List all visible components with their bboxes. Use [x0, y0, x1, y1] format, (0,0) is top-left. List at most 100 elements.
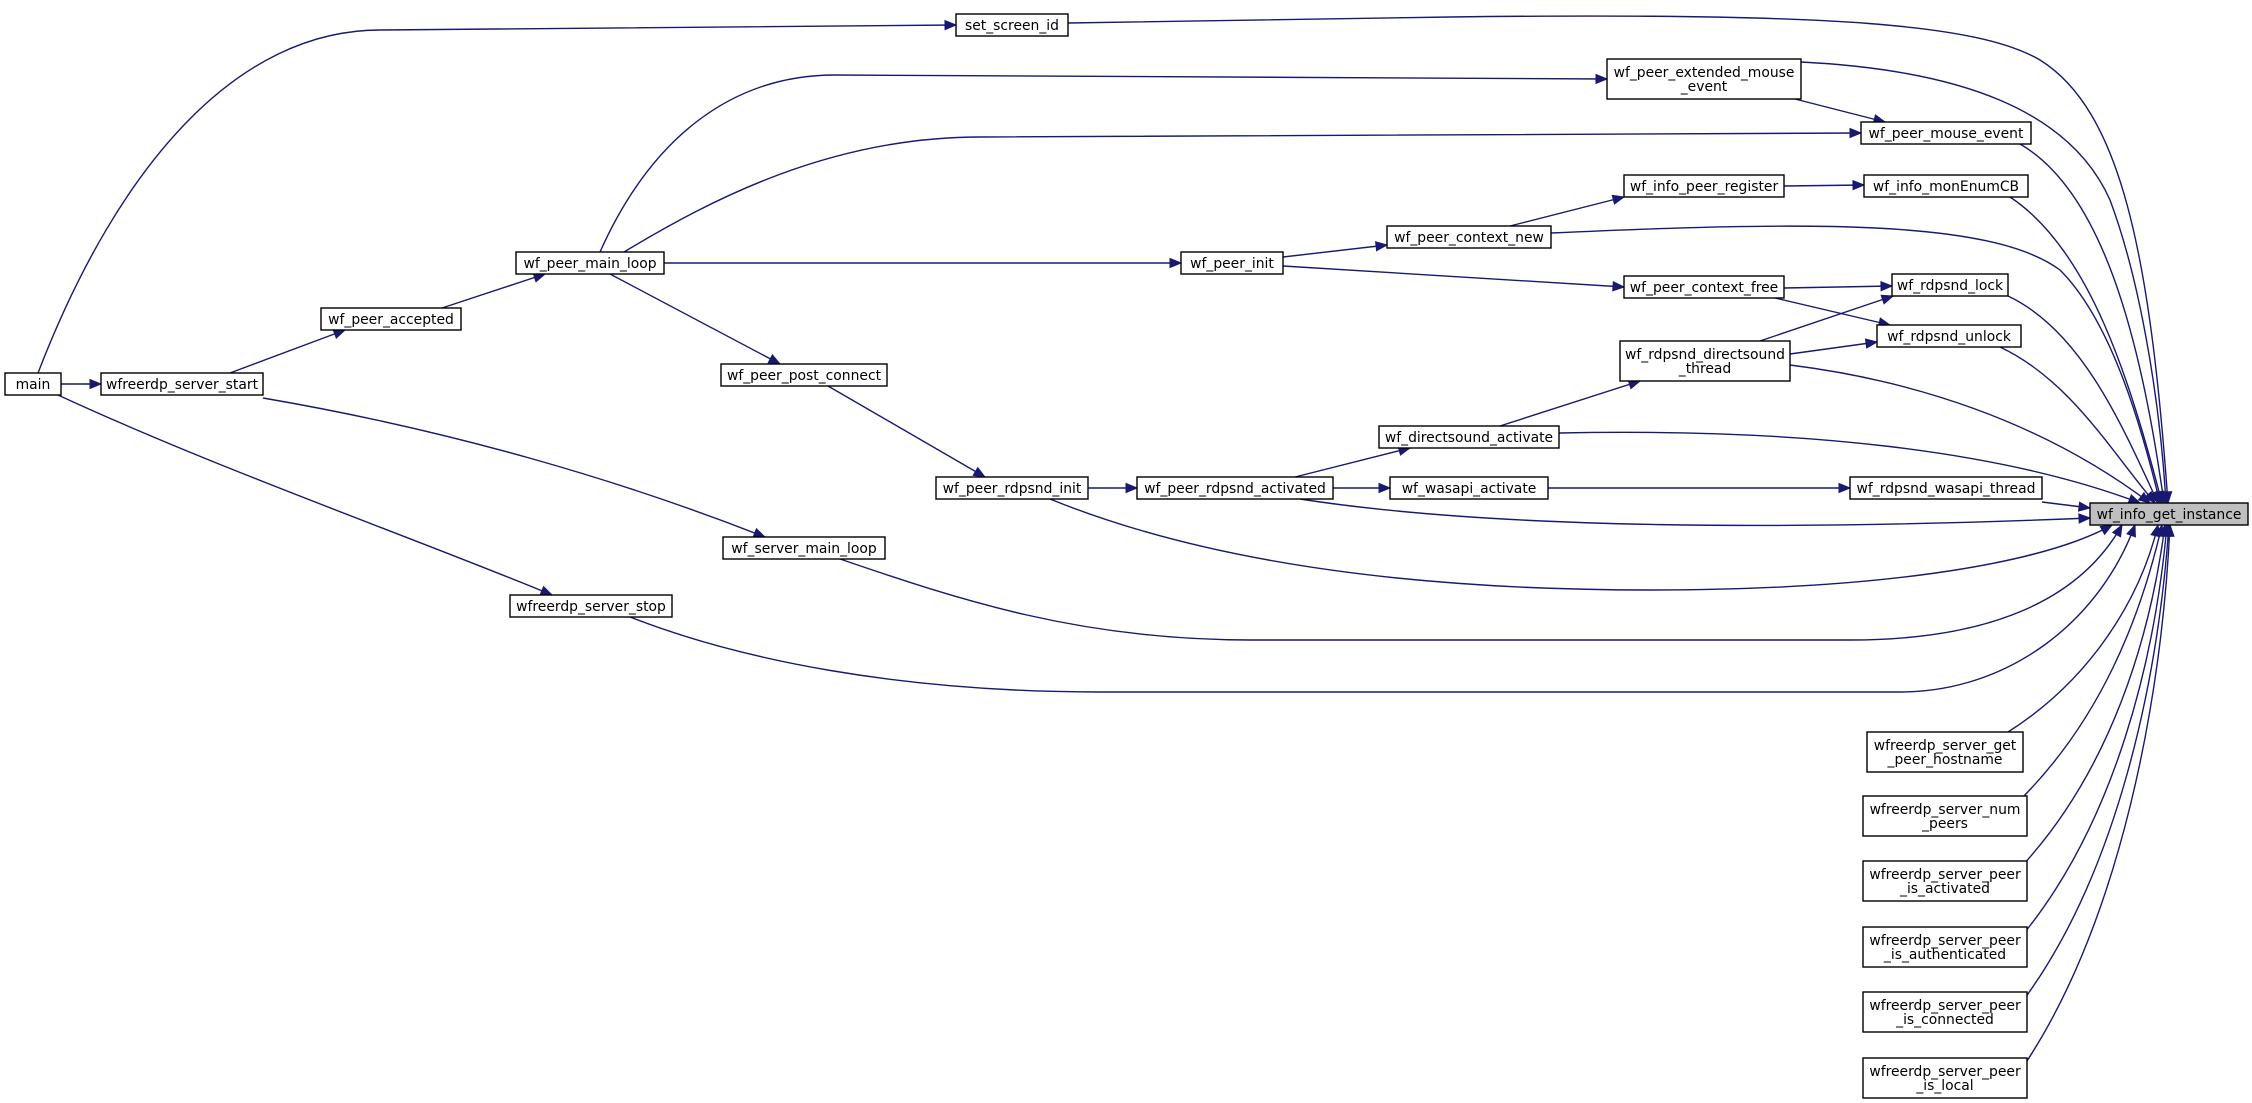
node-label: wfreerdp_server_peer	[1869, 1064, 2021, 1080]
edge-wf-peer-rdpsnd-activated-to-wf-directsound-activate	[1294, 445, 1412, 478]
arrowhead	[2164, 523, 2175, 537]
node-wf-rdpsnd-unlock[interactable]: wf_rdpsnd_unlock	[1876, 324, 2022, 348]
node-label: wf_peer_context_free	[1630, 280, 1778, 296]
node-label: _is_connected	[1895, 1012, 1994, 1028]
edge-wf-server-main-loop-to-wf-info-get-instance	[839, 523, 2123, 641]
edge-line	[1067, 15, 2169, 504]
node-label: wf_rdpsnd_wasapi_thread	[1857, 481, 2036, 497]
node-wf-rdpsnd-lock[interactable]: wf_rdpsnd_lock	[1891, 273, 2009, 297]
edge-wfreerdp-server-peer-is-connected-to-wf-info-get-instance	[2024, 523, 2174, 999]
edge-wf-directsound-activate-to-wf-info-get-instance	[1558, 431, 2142, 504]
node-box	[1606, 58, 1802, 100]
edge-line	[827, 385, 986, 478]
edge-line	[1789, 364, 2151, 504]
node-box	[1623, 174, 1785, 198]
node-wf-server-main-loop[interactable]: wf_server_main_loop	[722, 536, 886, 560]
node-label: wf_rdpsnd_unlock	[1887, 329, 2011, 345]
node-label: _is_activated	[1899, 881, 1990, 897]
node-box	[1862, 860, 2028, 902]
node-wf-directsound-activate[interactable]: wf_directsound_activate	[1378, 425, 1560, 449]
node-label: wfreerdp_server_num	[1870, 802, 2021, 818]
node-label: wf_info_monEnumCB	[1873, 179, 2019, 195]
node-label: wfreerdp_server_start	[106, 377, 259, 393]
edge-wf-peer-rdpsnd-activated-to-wf-info-get-instance	[1299, 498, 2092, 527]
edge-wfreerdp-server-num-peers-to-wf-info-get-instance	[2019, 523, 2165, 801]
edge-wf-peer-rdpsnd-init-to-wf-info-get-instance	[1049, 498, 2114, 591]
edge-wfreerdp-server-peer-is-local-to-wf-info-get-instance	[2024, 523, 2175, 1065]
node-box	[4, 372, 62, 396]
node-wfreerdp-server-peer-is-connected[interactable]: wfreerdp_server_peer_is_connected	[1862, 991, 2028, 1033]
node-wfreerdp-server-num-peers[interactable]: wfreerdp_server_num_peers	[1862, 795, 2028, 837]
edge-wfreerdp-server-peer-is-authenticated-to-wf-info-get-instance	[2024, 523, 2172, 933]
arrowhead	[1595, 73, 1609, 85]
edge-wf-peer-init-to-wf-peer-context-free	[1282, 265, 1626, 292]
edge-wf-peer-context-new-to-wf-info-peer-register	[1509, 194, 1626, 227]
node-wf-peer-accepted[interactable]: wf_peer_accepted	[320, 307, 462, 331]
node-label: _is_local	[1915, 1078, 1973, 1094]
node-wfreerdp-server-peer-is-local[interactable]: wfreerdp_server_peer_is_local	[1862, 1057, 2028, 1099]
node-label: wf_peer_extended_mouse	[1614, 65, 1795, 81]
node-box	[1891, 273, 2009, 297]
node-wfreerdp-server-start[interactable]: wfreerdp_server_start	[100, 372, 264, 396]
edge-wf-peer-main-loop-to-wf-peer-init	[664, 257, 1183, 269]
edge-wfreerdp-server-start-to-wf-server-main-loop	[262, 397, 767, 538]
arrowhead	[1864, 338, 1879, 349]
edge-wf-info-peer-register-to-wf-info-monenumcb	[1783, 179, 1866, 191]
node-label: _peers	[1921, 816, 1968, 832]
edge-line	[229, 329, 346, 374]
arrowhead	[2126, 523, 2136, 538]
node-wfreerdp-server-peer-is-authenticated[interactable]: wfreerdp_server_peer_is_authenticated	[1862, 926, 2028, 968]
edge-wfreerdp-server-stop-to-wf-info-get-instance	[629, 523, 2136, 693]
node-wf-info-monenumcb[interactable]: wf_info_monEnumCB	[1863, 174, 2029, 198]
node-label: wfreerdp_server_get	[1874, 738, 2017, 754]
node-wf-wasapi-activate[interactable]: wf_wasapi_activate	[1389, 476, 1549, 500]
node-main[interactable]: main	[4, 372, 62, 396]
node-box	[100, 372, 264, 396]
node-box	[1180, 251, 1284, 275]
node-wf-info-get-instance[interactable]: wf_info_get_instance	[2089, 502, 2249, 526]
arrowhead	[1612, 281, 1626, 292]
node-label: wf_peer_main_loop	[523, 256, 656, 272]
node-wf-peer-post-connect[interactable]: wf_peer_post_connect	[720, 363, 888, 387]
node-wf-rdpsnd-wasapi-thread[interactable]: wf_rdpsnd_wasapi_thread	[1849, 476, 2043, 500]
arrowhead	[972, 466, 987, 478]
node-wfreerdp-server-peer-is-activated[interactable]: wfreerdp_server_peer_is_activated	[1862, 860, 2028, 902]
edges-layer	[37, 15, 2175, 1065]
node-label: wfreerdp_server_stop	[516, 599, 666, 615]
node-wfreerdp-server-get-peer-hostname[interactable]: wfreerdp_server_get_peer_hostname	[1866, 731, 2024, 773]
arrowhead	[2078, 513, 2092, 524]
node-wf-peer-main-loop[interactable]: wf_peer_main_loop	[515, 251, 665, 275]
node-label: wf_info_peer_register	[1630, 179, 1779, 195]
arrowhead	[2137, 491, 2152, 504]
edge-wf-peer-context-free-to-wf-rdpsnd-lock	[1783, 280, 1894, 292]
node-wf-rdpsnd-directsound-thread[interactable]: wf_rdpsnd_directsound_thread	[1619, 340, 1791, 382]
node-label: wf_peer_post_connect	[727, 368, 882, 384]
edge-wfreerdp-server-start-to-wf-peer-accepted	[229, 329, 347, 374]
node-wf-info-peer-register[interactable]: wf_info_peer_register	[1623, 174, 1785, 198]
node-label: wf_peer_context_new	[1394, 230, 1544, 246]
edge-line	[1294, 447, 1411, 478]
node-wf-peer-context-free[interactable]: wf_peer_context_free	[1623, 275, 1785, 299]
node-wf-peer-rdpsnd-activated[interactable]: wf_peer_rdpsnd_activated	[1136, 476, 1334, 500]
edge-line	[2024, 524, 2171, 1065]
edge-line	[441, 273, 546, 309]
node-label: _thread	[1678, 361, 1731, 377]
node-wf-peer-mouse-event[interactable]: wf_peer_mouse_event	[1860, 121, 2032, 145]
edge-wf-peer-accepted-to-wf-peer-main-loop	[441, 272, 547, 309]
edge-line	[599, 74, 1608, 253]
node-wf-peer-context-new[interactable]: wf_peer_context_new	[1386, 225, 1552, 249]
edge-wf-rdpsnd-directsound-thread-to-wf-info-get-instance	[1789, 364, 2152, 504]
node-wf-peer-extended-mouse-event[interactable]: wf_peer_extended_mouse_event	[1606, 58, 1802, 100]
node-label: wf_directsound_activate	[1385, 430, 1553, 446]
edge-line	[623, 132, 1862, 253]
edge-line	[1509, 196, 1625, 227]
node-wfreerdp-server-stop[interactable]: wfreerdp_server_stop	[509, 594, 673, 618]
arrowhead	[1378, 482, 1392, 494]
node-wf-peer-init[interactable]: wf_peer_init	[1180, 251, 1284, 275]
node-set-screen-id[interactable]: set_screen_id	[955, 13, 1069, 37]
node-box	[515, 251, 665, 275]
node-wf-peer-rdpsnd-init[interactable]: wf_peer_rdpsnd_init	[935, 476, 1089, 500]
node-box	[1378, 425, 1560, 449]
edge-wf-directsound-activate-to-wf-rdpsnd-directsound-thread	[1499, 379, 1642, 427]
